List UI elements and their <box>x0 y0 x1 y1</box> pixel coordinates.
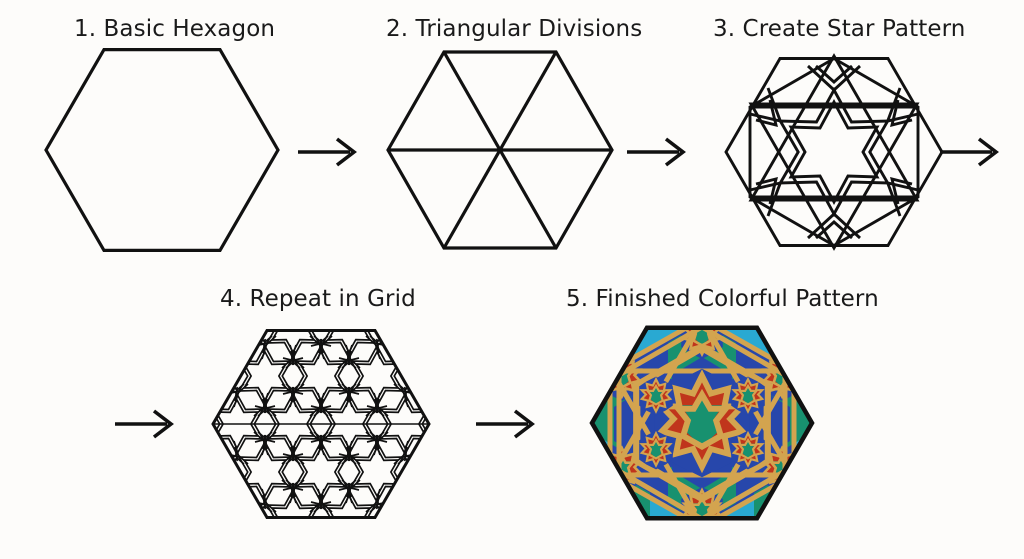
petal-chevron-top <box>807 64 861 92</box>
arrow-step4-to-step5 <box>474 404 546 444</box>
inner-star-outline-offset <box>788 98 880 206</box>
step-3-figure-star-pattern <box>718 36 950 268</box>
petal-chevron-bottom-inner <box>815 220 853 240</box>
arrow-step2-to-step3 <box>625 132 697 172</box>
hexagon-shape <box>211 329 431 519</box>
step-1-figure-basic-hexagon <box>40 28 290 278</box>
petal-chevron-lower-left <box>749 180 783 217</box>
step-1-label: 1. Basic Hexagon <box>74 16 276 42</box>
petal-chevron-top-inner <box>815 64 853 84</box>
petal-chevron-upper-left <box>749 87 783 124</box>
step-2-figure-triangular-divisions <box>382 31 627 276</box>
hexagon-shape <box>724 57 944 247</box>
hexagon-outline <box>104 34 220 183</box>
petal-chevron-bottom <box>807 212 861 240</box>
inner-star-outline <box>777 86 891 218</box>
step-4-label: 4. Repeat in Grid <box>220 286 416 312</box>
step-5-figure-colored-pattern <box>585 306 819 540</box>
petal-chevron-upper-right <box>885 87 919 124</box>
hexagon-shape <box>589 325 815 521</box>
arrow-wrap-to-step4 <box>113 404 185 444</box>
petal-chevron-lower-right <box>885 180 919 217</box>
step-5-label: 5. Finished Colorful Pattern <box>566 286 879 312</box>
step-4-figure-repeat-grid <box>205 308 437 540</box>
step-3-label: 3. Create Star Pattern <box>713 16 966 42</box>
step-2-label: 2. Triangular Divisions <box>386 16 643 42</box>
division-line-diagonal-b <box>442 51 558 249</box>
hexagon-shape <box>44 48 280 252</box>
arrow-step3-to-wrap <box>938 132 1010 172</box>
inner-hexagon-ring <box>748 56 920 248</box>
arrow-step1-to-step2 <box>296 132 368 172</box>
